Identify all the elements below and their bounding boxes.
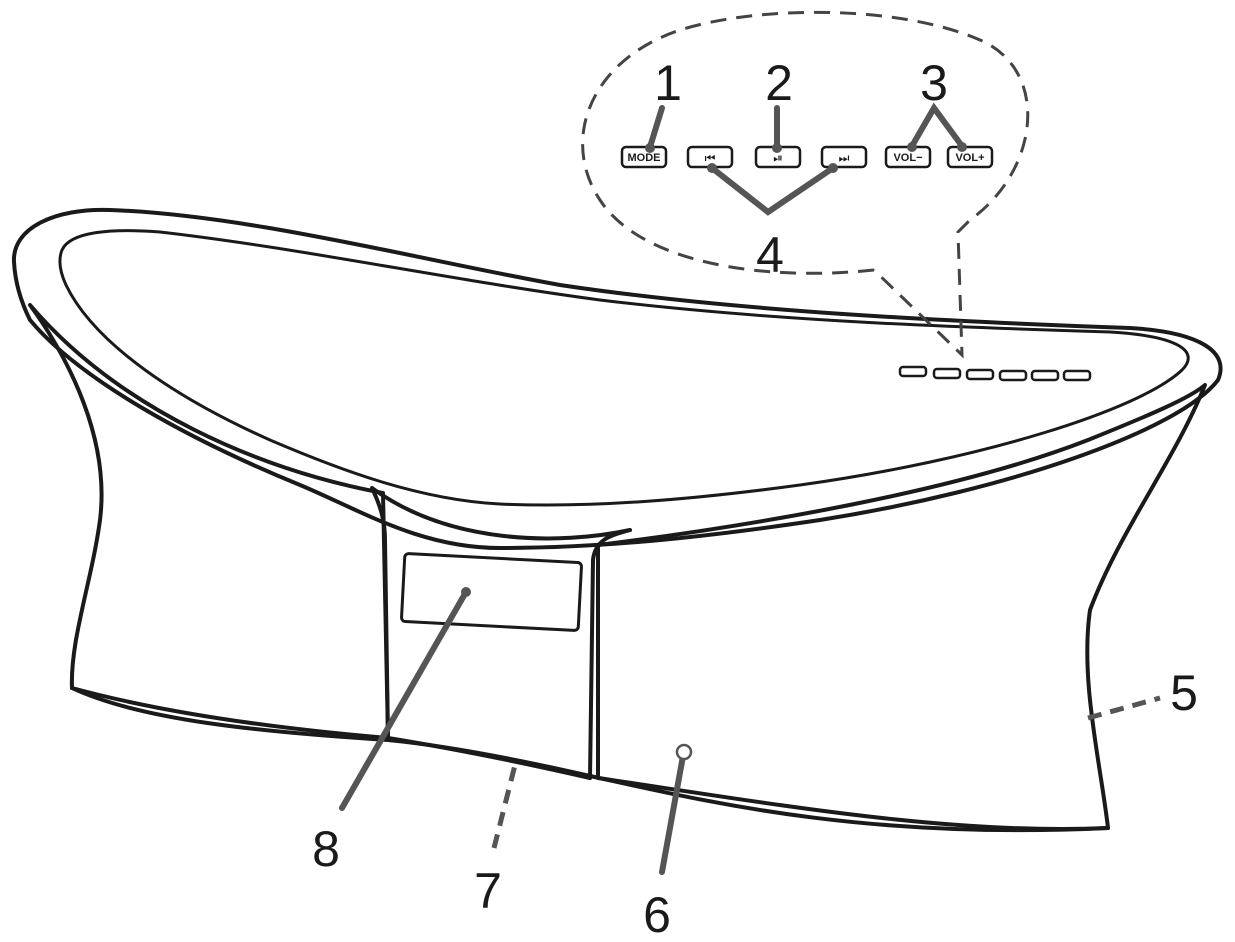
display-window [400, 552, 583, 632]
callout-1: 1 [654, 55, 682, 111]
vol-minus-label: VOL− [893, 152, 922, 164]
callout-5: 5 [1170, 665, 1198, 721]
next-icon: ⏭ [839, 151, 850, 165]
callout-3: 3 [920, 55, 948, 111]
callout-7: 7 [474, 863, 502, 919]
play-pause-icon: ⏯ [773, 151, 783, 165]
speaker-base [70, 686, 1110, 833]
prev-icon: ⏮ [705, 151, 716, 165]
right-grille [596, 383, 1207, 832]
front-center-panel [370, 486, 632, 780]
top-button-2[interactable] [932, 367, 962, 380]
left-grille [28, 303, 390, 740]
next-button[interactable]: ⏭ [820, 145, 868, 169]
speaker-rim [11, 207, 1223, 550]
callout-4: 4 [756, 227, 784, 283]
sensor-indicator [675, 743, 693, 761]
callout-6: 6 [643, 887, 671, 942]
top-button-4[interactable] [998, 369, 1028, 382]
top-button-3[interactable] [965, 368, 995, 381]
speaker-top-surface [58, 229, 1190, 507]
mode-button-label: MODE [628, 152, 661, 164]
magnify-bubble [581, 10, 1030, 359]
vol-plus-label: VOL+ [955, 152, 984, 164]
magnified-buttons: MODE ⏮ ⏯ ⏭ VOL− VOL+ [620, 145, 994, 169]
top-button-6[interactable] [1062, 369, 1092, 382]
callout-2: 2 [765, 55, 793, 111]
top-button-row [898, 365, 1092, 382]
callout-numbers: 1 2 3 4 5 6 7 8 [312, 55, 1198, 942]
vol-plus-button[interactable]: VOL+ [946, 145, 994, 169]
callout-8: 8 [312, 821, 340, 877]
leader-lines [339, 102, 1161, 875]
top-button-5[interactable] [1030, 369, 1060, 382]
mode-button[interactable]: MODE [620, 145, 668, 169]
top-button-1[interactable] [898, 365, 928, 378]
